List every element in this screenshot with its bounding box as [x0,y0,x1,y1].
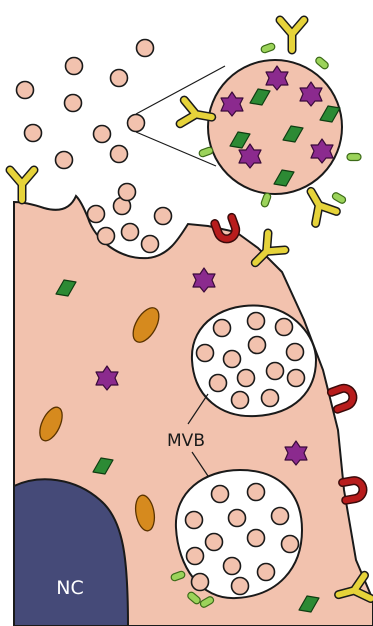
red-u-receptor-icon [343,479,365,500]
nucleus-label: NC [56,577,83,599]
yellow-y-receptor-icon [301,185,337,223]
mvb-label: MVB [167,431,205,451]
enlarged-exosome [180,20,361,223]
yellow-y-receptor-icon [280,20,304,50]
released-exosomes [17,40,154,201]
yellow-y-receptor-icon [10,170,34,200]
mvb-upper [192,305,316,416]
red-u-receptor-icon [331,386,355,409]
